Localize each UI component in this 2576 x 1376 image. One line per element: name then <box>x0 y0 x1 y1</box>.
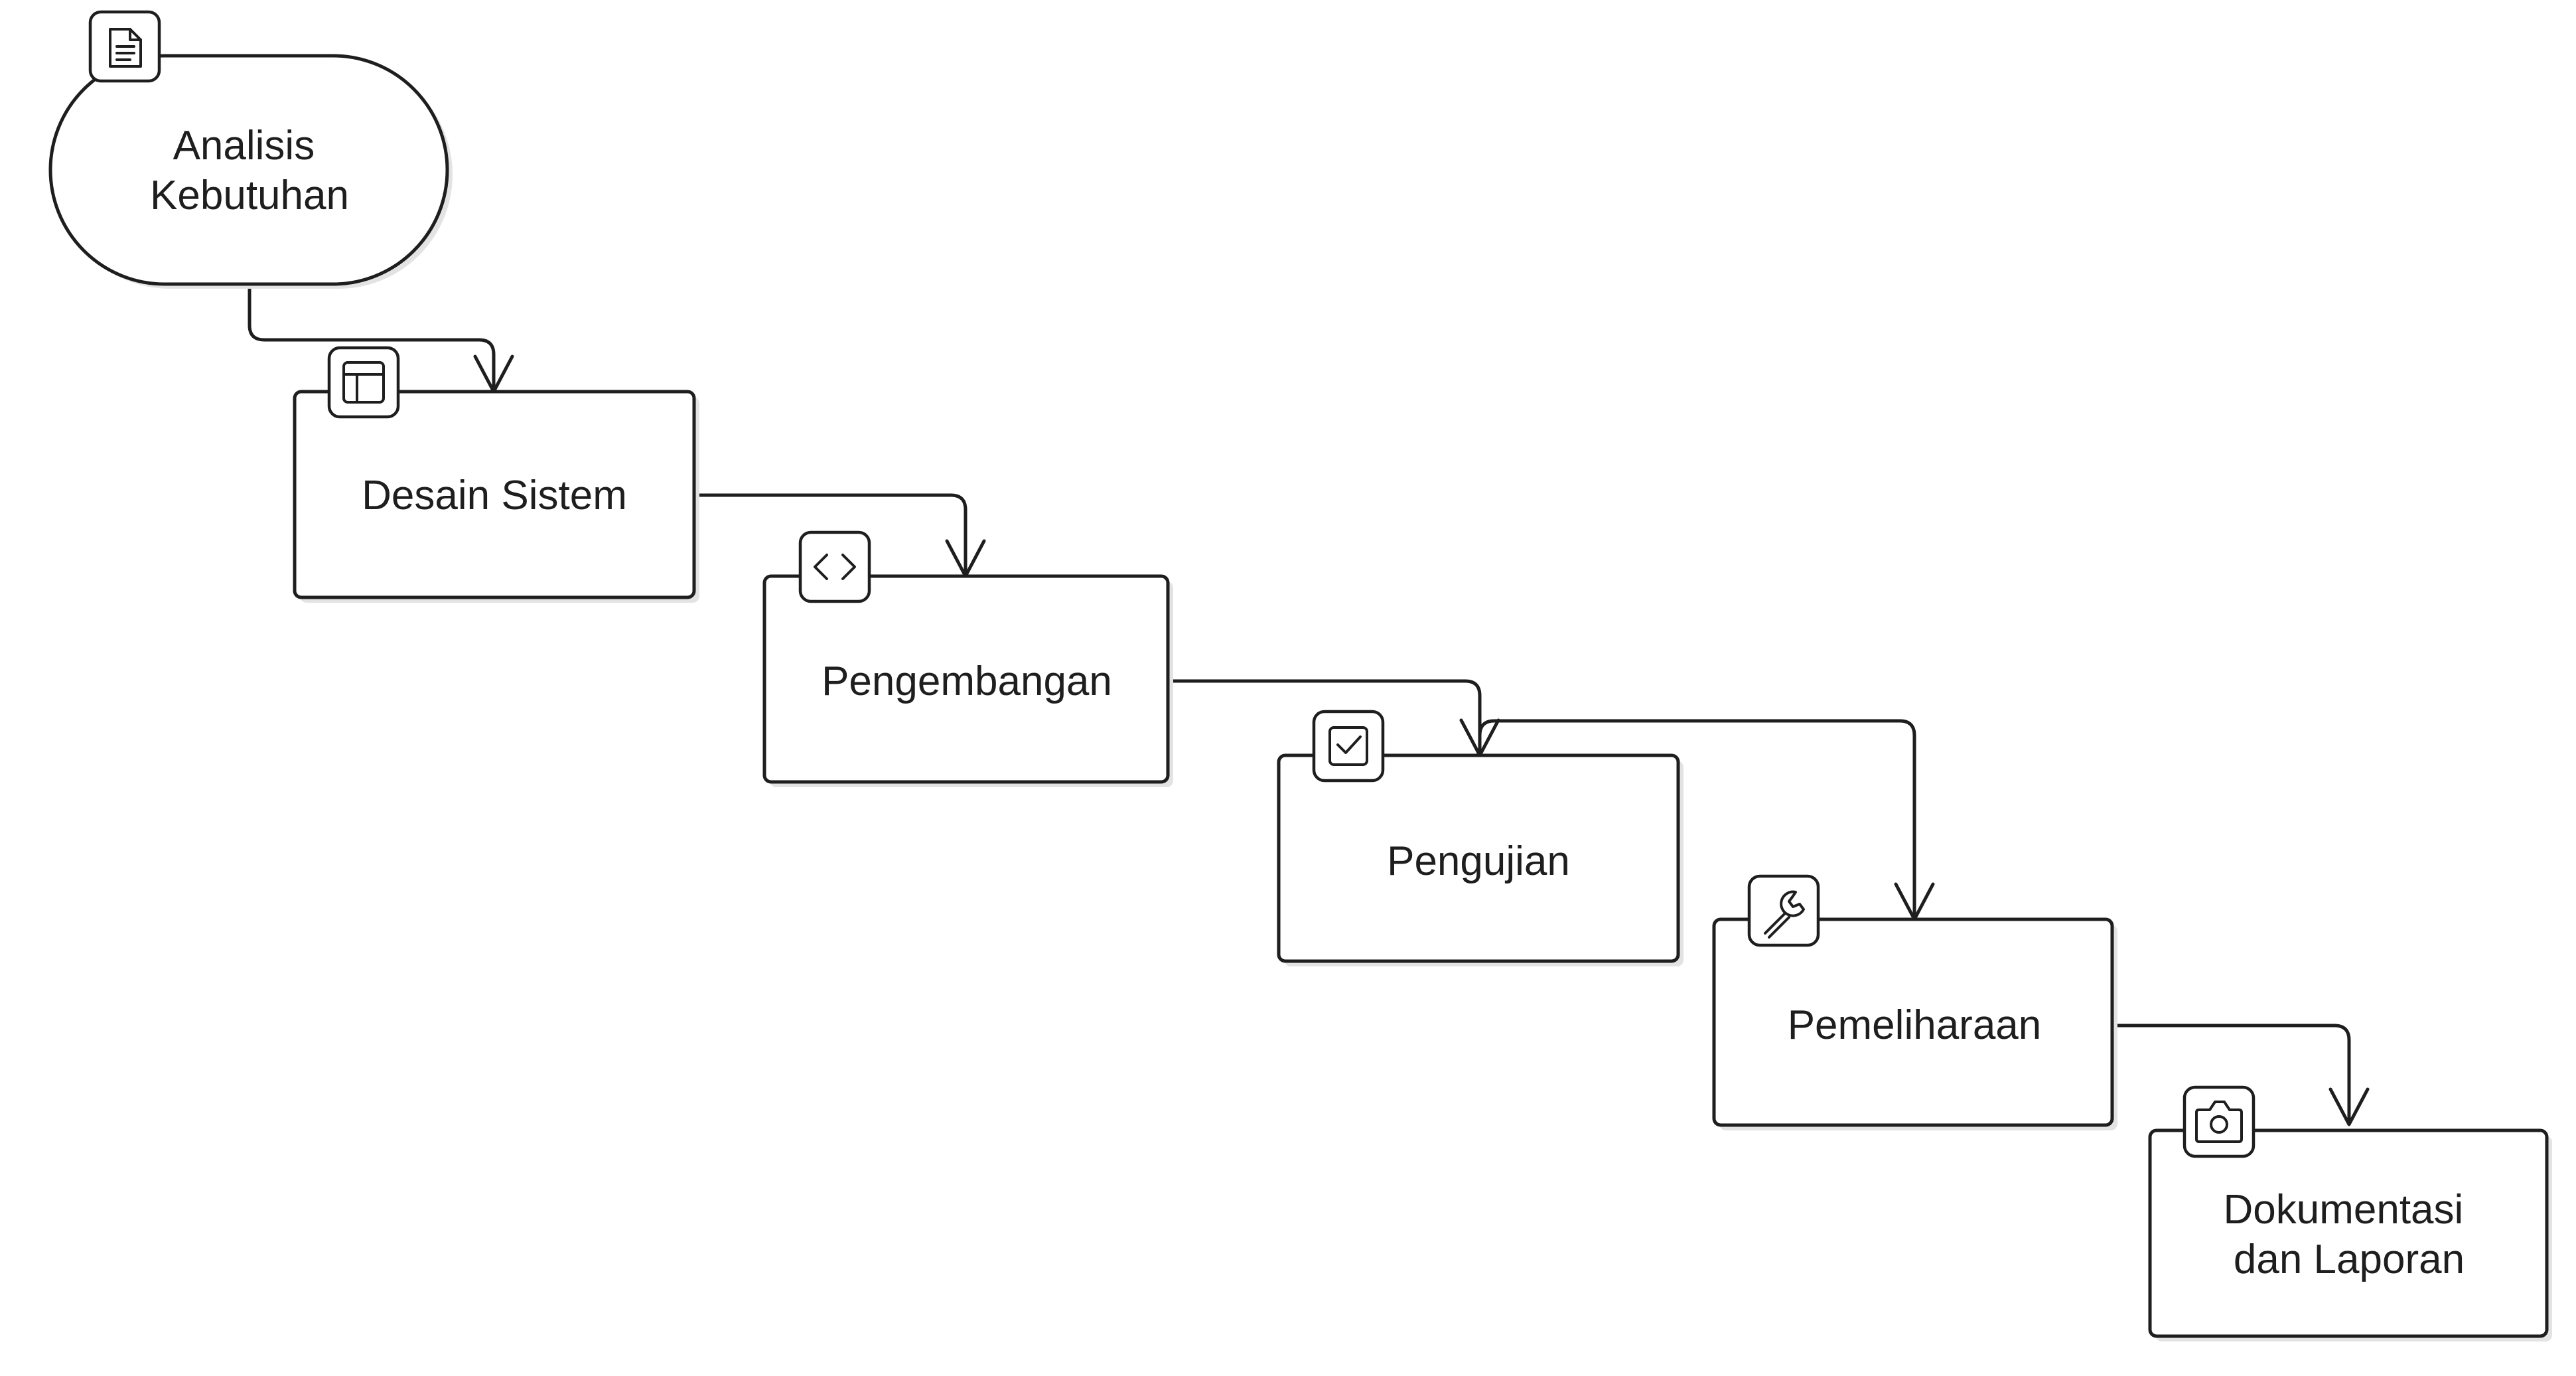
node-shape-analisis <box>48 54 449 286</box>
checkbox-icon <box>1312 710 1385 783</box>
node-label-pengujian: Pengujian <box>1387 838 1570 884</box>
node-label-pemeliharaan: Pemeliharaan <box>1788 1002 2042 1048</box>
node-pengujian: Pengujian <box>1277 710 1683 966</box>
node-shape-pengujian <box>1277 753 1680 963</box>
node-pemeliharaan: Pemeliharaan <box>1712 874 2117 1130</box>
node-label-line: Dokumentasi <box>2223 1187 2463 1233</box>
node-dokumentasi-dan-laporan: Dokumentasi dan Laporan <box>2148 1085 2552 1341</box>
node-desain-sistem: Desain Sistem <box>293 346 699 603</box>
layout-icon <box>327 346 400 419</box>
node-analisis-kebutuhan: Analisis Kebutuhan <box>48 10 453 289</box>
node-label-desain: Desain Sistem <box>362 473 627 518</box>
edge-pemeliharaan-to-dokumentasi <box>2111 1024 2370 1126</box>
node-label-line: Pengujian <box>1387 838 1570 884</box>
document-icon <box>88 10 161 83</box>
code-icon <box>798 530 871 603</box>
node-label-analisis: Analisis Kebutuhan <box>150 123 349 218</box>
node-label-line: Kebutuhan <box>150 173 349 218</box>
node-shape-pengembangan <box>762 574 1170 784</box>
node-shape-pemeliharaan <box>1712 917 2114 1127</box>
node-label-line: dan Laporan <box>2234 1237 2465 1282</box>
node-label-line: Pengembangan <box>822 658 1112 704</box>
node-label-line: Pemeliharaan <box>1788 1002 2042 1048</box>
node-shape-desain <box>293 390 696 599</box>
node-label-pengembangan: Pengembangan <box>822 658 1112 704</box>
wrench-icon <box>1747 874 1820 947</box>
node-pengembangan: Pengembangan <box>762 530 1173 787</box>
camera-icon <box>2182 1085 2255 1158</box>
node-label-line: Analisis <box>173 123 315 169</box>
diagram-edges <box>248 287 2370 1126</box>
node-shape-dokumentasi <box>2148 1128 2549 1338</box>
node-label-line: Desain Sistem <box>362 473 627 518</box>
node-label-dokumentasi: Dokumentasi dan Laporan <box>2223 1187 2474 1282</box>
